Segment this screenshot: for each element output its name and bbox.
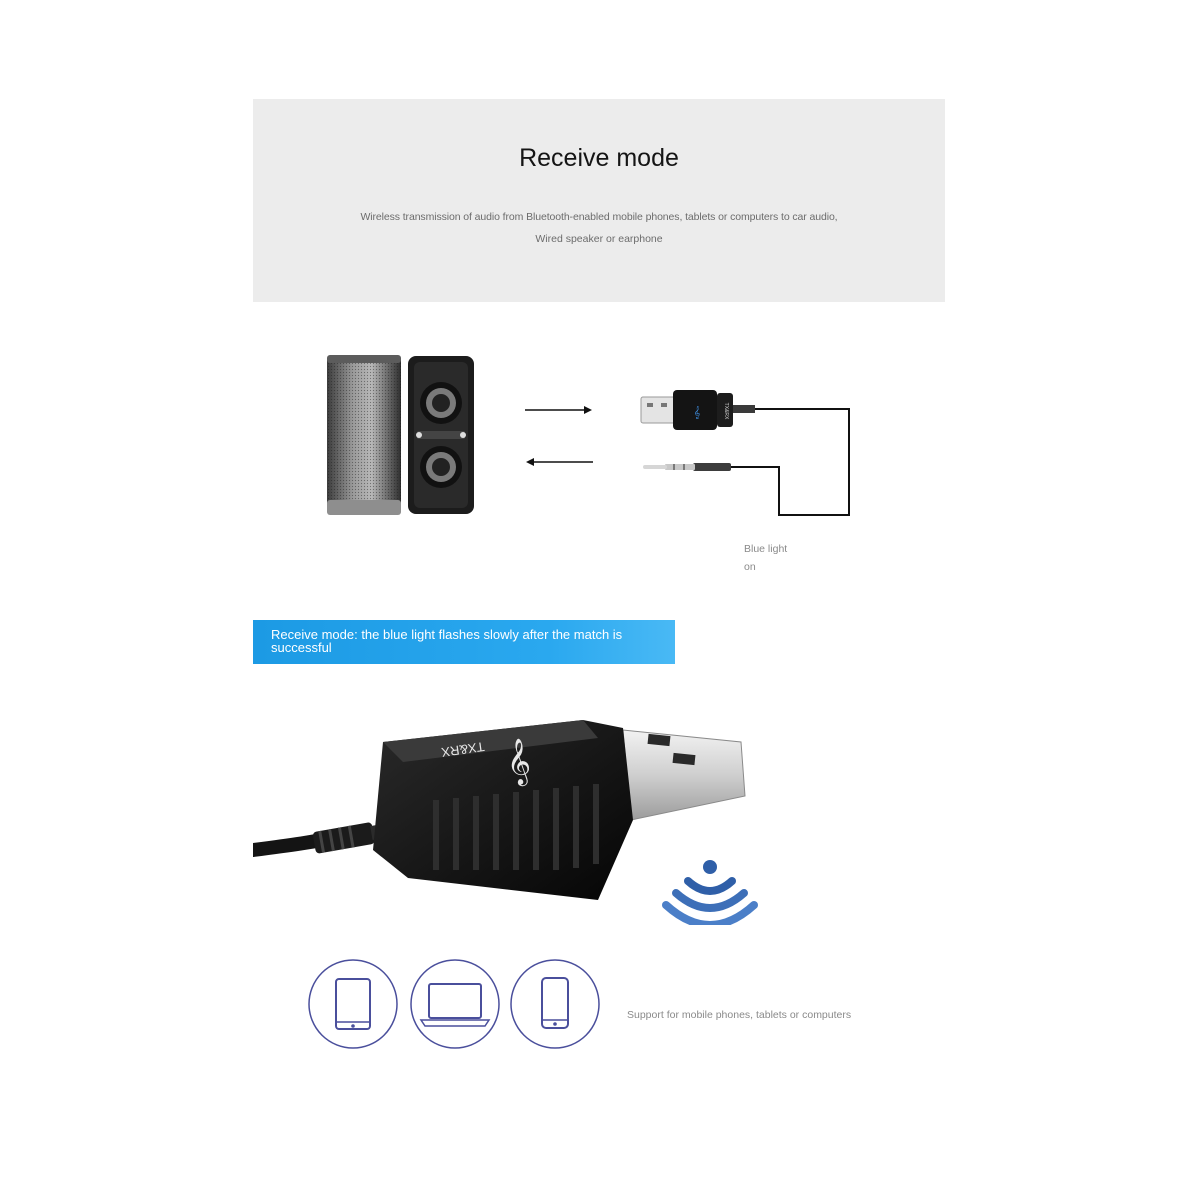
- support-note: Support for mobile phones, tablets or co…: [627, 1009, 852, 1021]
- adapter-small-label: TX&RX: [723, 403, 729, 420]
- speaker-image: [327, 355, 474, 515]
- mode-description-line-1: Wireless transmission of audio from Blue…: [360, 211, 838, 223]
- signal-arrows: [525, 406, 593, 466]
- banner-text: Receive mode: the blue light flashes slo…: [271, 627, 623, 655]
- music-note-icon: 𝄞: [694, 406, 701, 419]
- phone-icon: [510, 959, 600, 1049]
- tablet-icon: [308, 959, 398, 1049]
- laptop-icon: [410, 959, 500, 1049]
- arrow-left-icon: [526, 458, 593, 466]
- supported-devices: [308, 959, 600, 1049]
- arrow-right-icon: [525, 406, 592, 414]
- product-image: 𝄞 TX&RX: [253, 720, 746, 900]
- wireless-icon: [662, 860, 758, 925]
- blue-light-note-line-1: Blue light: [744, 543, 788, 555]
- adapter-cable-diagram: 𝄞 TX&RX: [640, 390, 850, 516]
- blue-light-note-line-2: on: [744, 561, 756, 573]
- status-banner: Receive mode: the blue light flashes slo…: [253, 620, 675, 664]
- page-title: Receive mode: [519, 144, 679, 172]
- product-label: TX&RX: [440, 739, 485, 760]
- mode-header-panel: Receive mode Wireless transmission of au…: [253, 99, 945, 302]
- mode-description-line-2: Wired speaker or earphone: [535, 233, 663, 245]
